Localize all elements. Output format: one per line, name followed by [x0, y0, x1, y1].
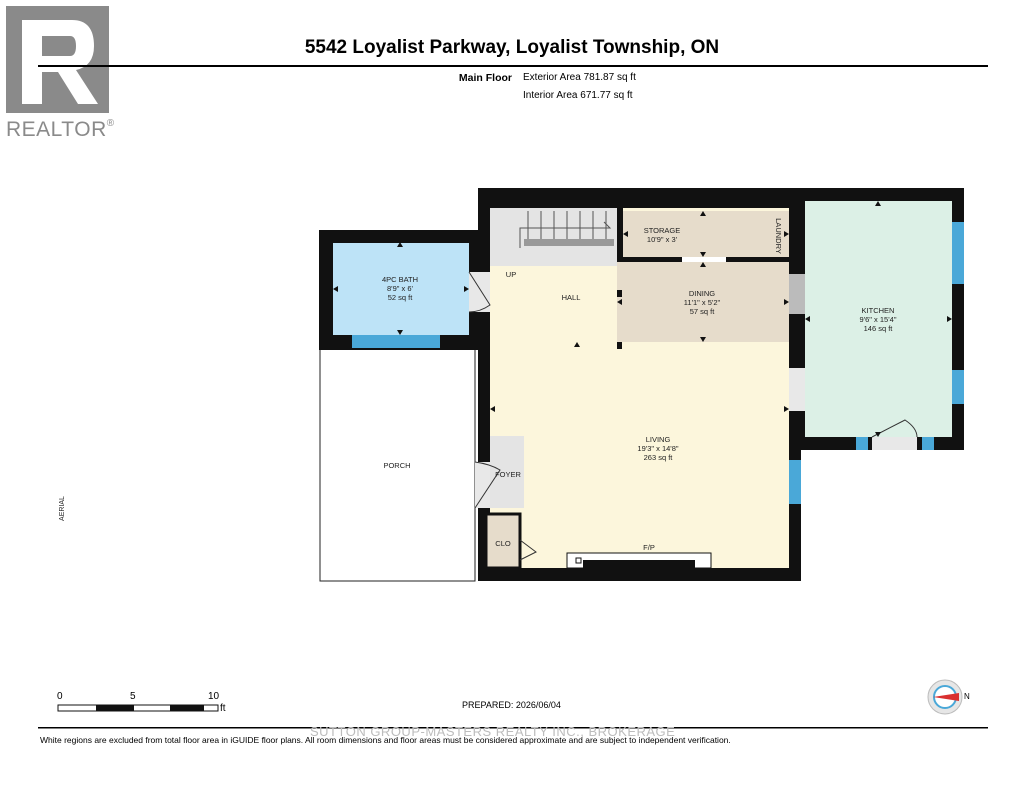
- floor-label: Main Floor: [458, 72, 512, 84]
- kitchen-dims: 9'6" x 15'4": [860, 315, 897, 324]
- dining-room: [617, 262, 789, 342]
- kitchen-area: 146 sq ft: [864, 324, 894, 333]
- bath-door: [469, 272, 490, 312]
- scale-label-0: 0: [57, 691, 63, 702]
- aerial-label: AERIAL: [58, 496, 66, 521]
- living-dims: 19'3" x 14'8": [637, 444, 678, 453]
- kitchen-room: [805, 201, 952, 437]
- closet-door-swing: [519, 539, 537, 561]
- page-title: 5542 Loyalist Parkway, Loyalist Township…: [304, 37, 720, 58]
- front-door: [475, 462, 490, 508]
- scale-unit: ft: [220, 703, 226, 714]
- scale-label-5: 5: [130, 691, 136, 702]
- kitchen-window-1: [952, 222, 964, 284]
- storage-name: STORAGE: [644, 226, 681, 235]
- stair-railing: [524, 239, 614, 246]
- bath-door-swing: [468, 271, 491, 313]
- kitchen-opening-1: [789, 274, 805, 314]
- wall-stub-1: [617, 290, 622, 297]
- wall-stub-2: [617, 342, 622, 349]
- realtor-r-icon: [6, 6, 109, 113]
- kitchen-opening-2: [789, 368, 805, 411]
- bath-name: 4PC BATH: [382, 275, 418, 284]
- kitchen-door-swing: [871, 419, 918, 438]
- closet-room: [484, 512, 522, 570]
- porch-area: [319, 347, 476, 582]
- stair-treads: [519, 211, 612, 248]
- fireplace-hearth: [583, 560, 695, 568]
- foyer-area: [490, 436, 524, 508]
- front-door-swing: [474, 461, 501, 509]
- laundry-name: LAUNDRY: [774, 218, 783, 254]
- kitchen-name: KITCHEN: [862, 306, 895, 315]
- prepared-date: PREPARED: 2026/06/04: [462, 700, 561, 710]
- interior-area: Interior Area 671.77 sq ft: [523, 90, 633, 101]
- foyer-name: FOYER: [495, 470, 521, 479]
- footer-rule: [38, 727, 988, 729]
- storage-side-wall: [617, 208, 623, 262]
- scale-label-10: 10: [208, 691, 220, 702]
- bath-window: [352, 335, 440, 348]
- bath-room: [333, 243, 469, 335]
- header-rule: [38, 65, 988, 67]
- realtor-logo: REALTOR®: [6, 6, 120, 141]
- living-window: [789, 460, 801, 504]
- fireplace-name: F/P: [643, 543, 655, 552]
- kitchen-door: [872, 437, 917, 450]
- kitchen-window-4: [922, 437, 934, 450]
- kitchen-window-3: [856, 437, 868, 450]
- storage-room: [623, 211, 789, 257]
- registered-mark: ®: [106, 118, 115, 129]
- fireplace-corner: [575, 557, 582, 564]
- closet-name: CLO: [495, 539, 511, 548]
- scale-bar: [57, 704, 219, 712]
- bath-area: 52 sq ft: [388, 293, 414, 302]
- compass-icon: [927, 679, 963, 715]
- living-name: LIVING: [646, 435, 671, 444]
- dining-name: DINING: [689, 289, 715, 298]
- exterior-area: Exterior Area 781.87 sq ft: [523, 72, 636, 83]
- living-area: 263 sq ft: [644, 453, 674, 462]
- realtor-text: REALTOR: [6, 118, 107, 141]
- hall-name: HALL: [562, 293, 581, 302]
- watermark: SUTTON GROUP-MASTERS REALTY INC., BROKER…: [310, 724, 676, 739]
- kitchen-window-2: [952, 370, 964, 404]
- compass-label: N: [964, 692, 970, 701]
- porch-name: PORCH: [383, 461, 410, 470]
- disclaimer: White regions are excluded from total fl…: [40, 735, 731, 745]
- storage-dims: 10'9" x 3': [647, 235, 678, 244]
- dining-area: 57 sq ft: [690, 307, 716, 316]
- up-label: UP: [506, 270, 516, 279]
- storage-door: [682, 257, 726, 262]
- dimension-arrows: [333, 201, 952, 437]
- bath-dims: 8'9" x 6': [387, 284, 414, 293]
- dining-dims: 11'1" x 5'2": [684, 298, 721, 307]
